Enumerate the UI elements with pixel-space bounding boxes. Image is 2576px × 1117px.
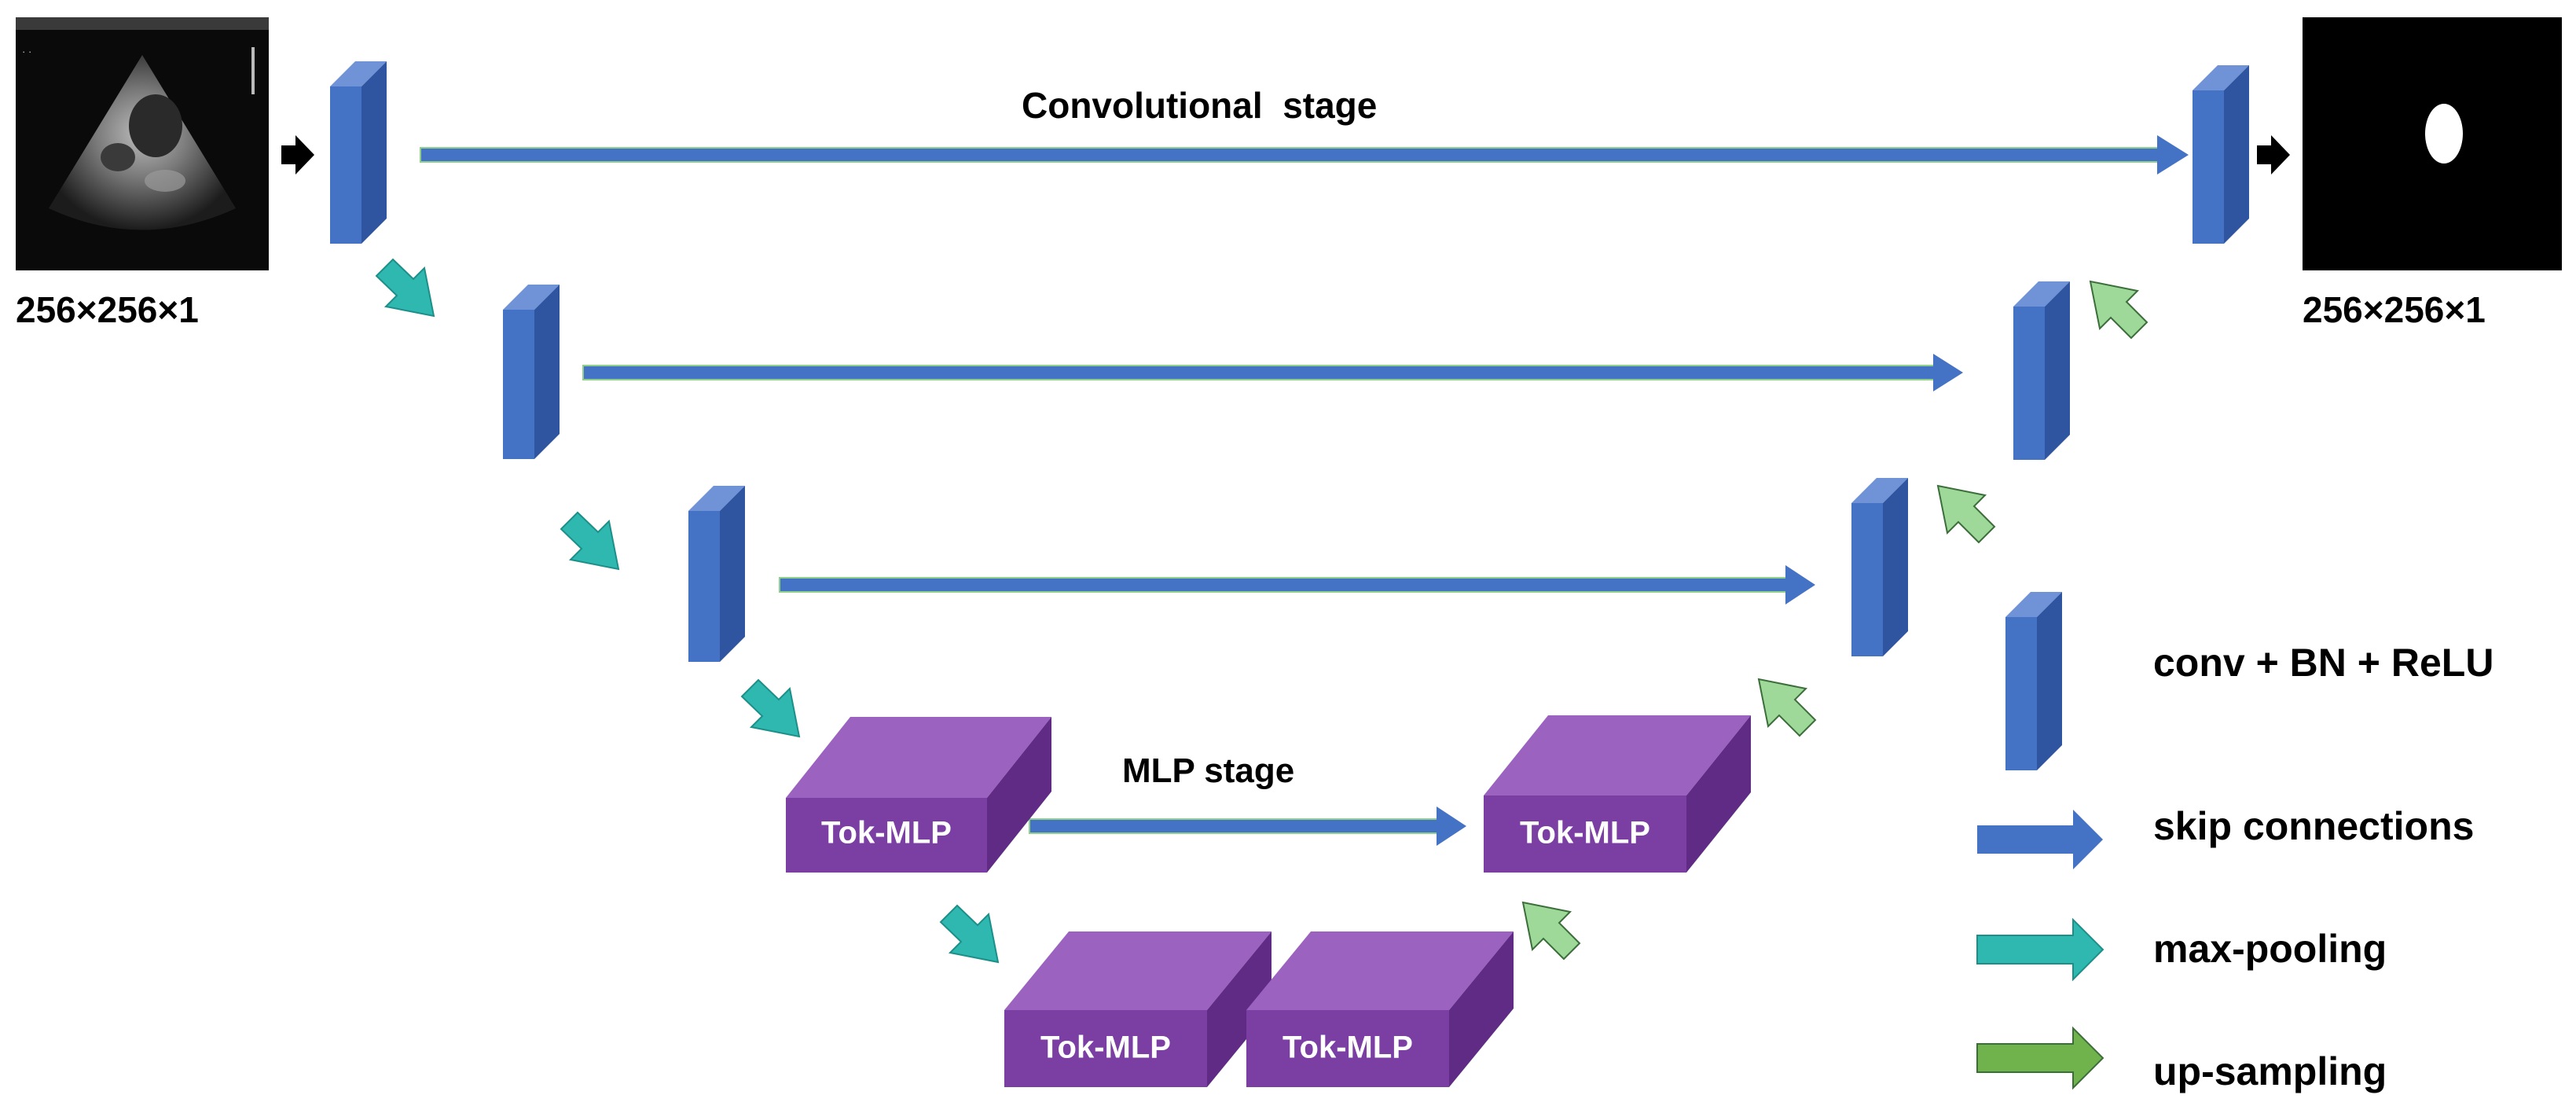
legend-pool-label: max-pooling — [2153, 927, 2387, 971]
encoder-conv-block-2 — [503, 285, 560, 459]
legend: conv + BN + ReLU skip connections max-po… — [1976, 592, 2493, 1093]
skip-connection-2 — [582, 354, 1963, 391]
tok-mlp-block-decoder: Tok-MLP — [1484, 715, 1751, 873]
skip-connection-mlp — [1029, 807, 1466, 846]
skip-connection-3 — [779, 565, 1815, 604]
black-right-arrow-icon — [281, 135, 314, 175]
max-pooling-arrow-1 — [375, 258, 435, 318]
mlp-stage-label: MLP stage — [1122, 751, 1294, 790]
encoder-conv-block-1 — [330, 61, 387, 244]
tok-mlp-label: Tok-MLP — [1282, 1031, 1413, 1065]
legend-conv-label: conv + BN + ReLU — [2153, 641, 2493, 685]
tok-mlp-block-encoder: Tok-MLP — [786, 717, 1051, 873]
decoder-conv-block-1 — [2193, 65, 2249, 244]
black-right-arrow-icon — [2257, 135, 2290, 175]
legend-skip-label: skip connections — [2153, 804, 2474, 848]
output-mask-image — [2303, 17, 2562, 270]
decoder-conv-block-3 — [1851, 478, 1908, 656]
input-image: · · — [16, 17, 269, 270]
up-sampling-arrow-4 — [1521, 901, 1581, 961]
max-pooling-arrow-3 — [740, 678, 801, 738]
output-size-label: 256×256×1 — [2303, 289, 2486, 330]
tok-mlp-block-bottleneck-2: Tok-MLP — [1246, 931, 1514, 1087]
legend-up-arrow-icon — [1976, 1026, 2104, 1090]
tok-mlp-label: Tok-MLP — [1520, 816, 1650, 851]
tok-mlp-label: Tok-MLP — [1040, 1031, 1171, 1065]
convolutional-stage-label: Convolutional stage — [1022, 85, 1377, 126]
legend-conv-block-icon — [2005, 592, 2062, 770]
tok-mlp-label: Tok-MLP — [821, 816, 952, 851]
svg-text:· ·: · · — [22, 46, 31, 57]
encoder-conv-block-3 — [688, 486, 745, 662]
legend-skip-arrow-icon — [1977, 810, 2103, 869]
skip-connection-1 — [420, 135, 2189, 175]
up-sampling-arrow-2 — [1936, 484, 1996, 544]
input-size-label: 256×256×1 — [16, 289, 199, 330]
up-sampling-arrow-3 — [1757, 678, 1817, 737]
up-sampling-arrow-1 — [2089, 280, 2149, 340]
tok-mlp-block-bottleneck-1: Tok-MLP — [1004, 931, 1271, 1087]
legend-up-label: up-sampling — [2153, 1049, 2387, 1093]
legend-pool-arrow-icon — [1976, 917, 2104, 982]
max-pooling-arrow-4 — [939, 904, 1000, 964]
max-pooling-arrow-2 — [560, 511, 620, 571]
decoder-conv-block-2 — [2013, 281, 2070, 460]
